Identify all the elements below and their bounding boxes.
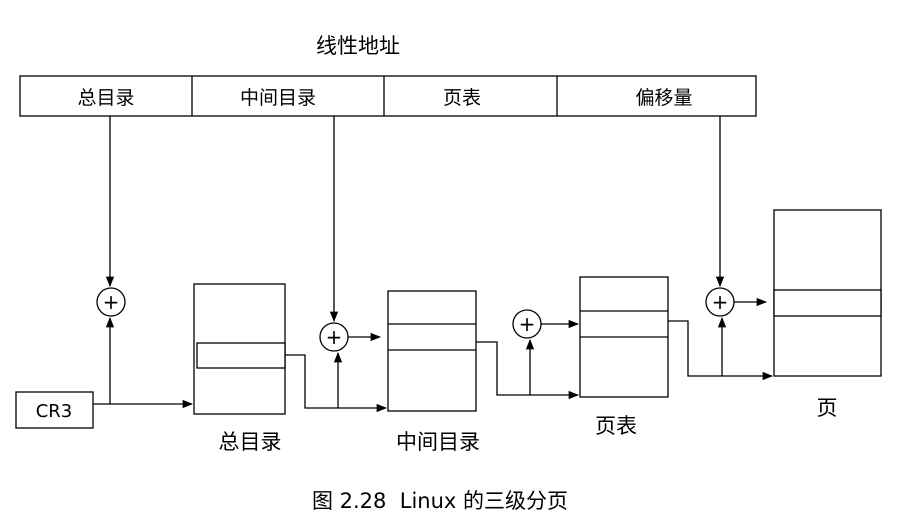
global-directory-table <box>193 283 286 415</box>
connectors <box>93 116 774 413</box>
adder-3: + <box>512 309 542 339</box>
field-offset-label: 偏移量 <box>635 87 692 109</box>
page-table <box>579 276 669 398</box>
field-middle-dir-label: 中间目录 <box>240 87 316 109</box>
linear-address-bar: 总目录 中间目录 页表 偏移量 <box>19 75 757 117</box>
linear-address-title: 线性地址 <box>316 34 400 58</box>
adder-2: + <box>319 322 349 352</box>
page-frame <box>773 209 882 377</box>
field-page-table-label: 页表 <box>443 87 481 109</box>
middle-directory-label: 中间目录 <box>396 430 480 454</box>
page-table-label: 页表 <box>595 414 637 438</box>
svg-text:+: + <box>103 290 120 314</box>
cr3-label: CR3 <box>36 401 73 422</box>
svg-text:+: + <box>519 312 536 336</box>
adder-4: + <box>705 287 735 317</box>
figure-caption: 图 2.28 Linux 的三级分页 <box>312 489 568 513</box>
cr3-register: CR3 <box>15 391 94 429</box>
svg-text:+: + <box>712 290 729 314</box>
page-label: 页 <box>817 396 838 420</box>
global-directory-label: 总目录 <box>219 430 282 454</box>
svg-text:+: + <box>326 325 343 349</box>
adder-1: + <box>96 287 126 317</box>
middle-directory-table <box>387 290 477 412</box>
field-global-dir-label: 总目录 <box>77 87 134 109</box>
